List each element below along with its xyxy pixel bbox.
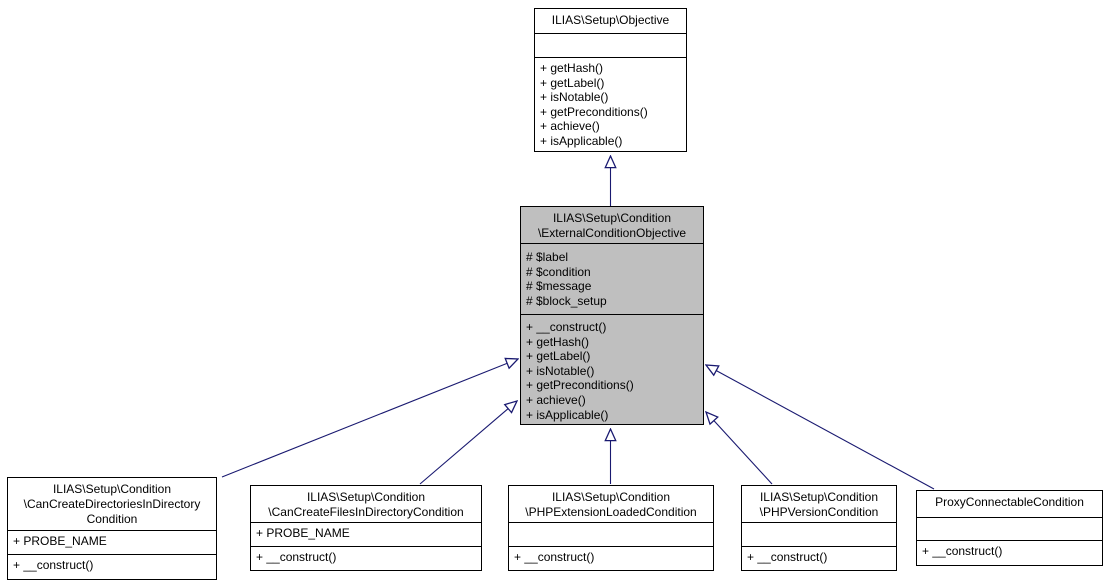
class-title: ILIAS\Setup\Objective xyxy=(535,9,686,33)
attribute: # $condition xyxy=(526,264,591,279)
class-box-php-version-condition[interactable]: ILIAS\Setup\Condition \PHPVersionConditi… xyxy=(741,485,897,571)
class-name-line: \CanCreateFilesInDirectoryCondition xyxy=(268,505,464,519)
class-methods: + __construct() xyxy=(251,546,481,570)
method: + isNotable() xyxy=(540,90,609,105)
inheritance-arrow-proxy-to-external xyxy=(706,365,935,490)
method: + __construct() xyxy=(922,544,1003,558)
class-name-line: \PHPExtensionLoadedCondition xyxy=(525,505,697,519)
class-methods: + getHash() + getLabel() + isNotable() +… xyxy=(535,57,686,151)
class-name-line: Condition xyxy=(86,512,138,526)
method: + isApplicable() xyxy=(526,407,609,422)
class-name-line: ILIAS\Setup\Condition xyxy=(551,490,671,504)
class-box-can-create-directories-in-directory-condition[interactable]: ILIAS\Setup\Condition \CanCreateDirector… xyxy=(7,477,217,580)
method: + getPreconditions() xyxy=(526,378,634,393)
class-attributes: # $label # $condition # $message # $bloc… xyxy=(521,243,703,314)
class-methods: + __construct() xyxy=(917,540,1102,565)
class-box-ilias-setup-objective[interactable]: ILIAS\Setup\Objective + getHash() + getL… xyxy=(534,8,687,152)
class-attributes-empty xyxy=(509,522,713,546)
class-attributes-empty xyxy=(917,517,1102,540)
class-attributes: + PROBE_NAME xyxy=(251,522,481,546)
class-attributes-empty xyxy=(535,33,686,57)
class-name-line: ILIAS\Setup\Condition xyxy=(759,490,879,504)
method: + getLabel() xyxy=(540,75,605,90)
class-name-line: \CanCreateDirectoriesInDirectory xyxy=(23,497,201,511)
method: + isApplicable() xyxy=(540,133,623,148)
attribute: + PROBE_NAME xyxy=(256,526,350,540)
inheritance-arrow-candirs-to-external xyxy=(221,359,518,478)
class-attributes-empty xyxy=(742,522,896,546)
class-title: ILIAS\Setup\Condition \CanCreateDirector… xyxy=(8,478,216,530)
class-methods: + __construct() xyxy=(742,546,896,570)
method: + __construct() xyxy=(256,550,337,564)
method: + __construct() xyxy=(747,550,828,564)
method: + achieve() xyxy=(526,392,586,407)
attribute: + PROBE_NAME xyxy=(13,534,107,548)
class-name-line: ILIAS\Setup\Objective xyxy=(551,13,670,27)
class-name-line: ILIAS\Setup\Condition xyxy=(306,490,426,504)
class-name-line: ILIAS\Setup\Condition xyxy=(52,482,172,496)
attribute: # $message xyxy=(526,279,592,294)
class-title: ProxyConnectableCondition xyxy=(917,491,1102,517)
attribute: # $label xyxy=(526,250,569,264)
class-methods: + __construct() xyxy=(8,554,216,579)
method: + __construct() xyxy=(13,558,94,572)
class-name-line: \PHPVersionCondition xyxy=(759,505,879,519)
class-attributes: + PROBE_NAME xyxy=(8,530,216,554)
class-box-proxy-connectable-condition[interactable]: ProxyConnectableCondition + __construct(… xyxy=(916,490,1103,566)
class-title: ILIAS\Setup\Condition \CanCreateFilesInD… xyxy=(251,486,481,522)
class-name-line: \ExternalConditionObjective xyxy=(537,226,687,240)
method: + getPreconditions() xyxy=(540,104,648,119)
class-title: ILIAS\Setup\Condition \ExternalCondition… xyxy=(521,207,703,243)
inheritance-arrow-phpver-to-external xyxy=(706,412,773,485)
class-box-external-condition-objective[interactable]: ILIAS\Setup\Condition \ExternalCondition… xyxy=(520,206,704,425)
class-box-can-create-files-in-directory-condition[interactable]: ILIAS\Setup\Condition \CanCreateFilesInD… xyxy=(250,485,482,571)
inheritance-arrow-canfiles-to-external xyxy=(419,401,517,485)
attribute: # $block_setup xyxy=(526,293,607,308)
class-name-line: ProxyConnectableCondition xyxy=(935,495,1084,509)
method: + __construct() xyxy=(526,320,607,334)
class-name-line: ILIAS\Setup\Condition xyxy=(552,211,672,225)
class-box-php-extension-loaded-condition[interactable]: ILIAS\Setup\Condition \PHPExtensionLoade… xyxy=(508,485,714,571)
class-title: ILIAS\Setup\Condition \PHPVersionConditi… xyxy=(742,486,896,522)
method: + __construct() xyxy=(514,550,595,564)
method: + isNotable() xyxy=(526,363,595,378)
method: + getHash() xyxy=(526,334,590,349)
class-title: ILIAS\Setup\Condition \PHPExtensionLoade… xyxy=(509,486,713,522)
method: + getLabel() xyxy=(526,349,591,364)
class-methods: + __construct() xyxy=(509,546,713,570)
method: + achieve() xyxy=(540,119,600,134)
class-methods: + __construct() + getHash() + getLabel()… xyxy=(521,314,703,424)
method: + getHash() xyxy=(540,61,604,75)
